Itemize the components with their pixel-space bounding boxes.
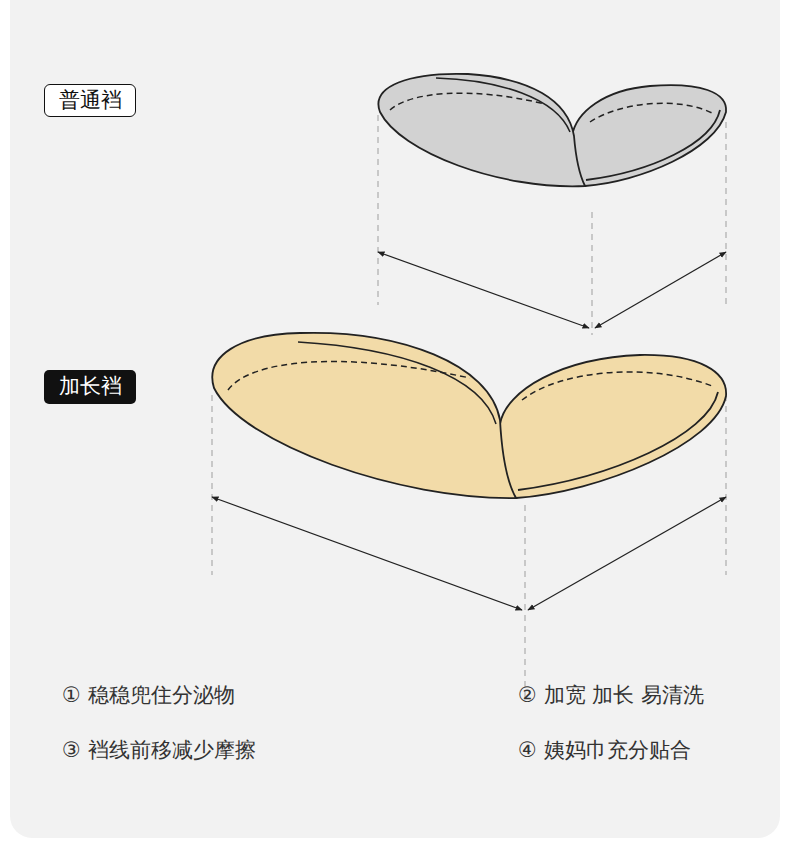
feature-note: ③ 裆线前移减少摩擦 [62,738,256,763]
label-tag: 普通裆 [44,84,136,117]
feature-note: ① 稳稳兜住分泌物 [62,683,235,708]
feature-note: ② 加宽 加长 易清洗 [518,683,704,708]
tag-text: 普通裆 [59,88,122,113]
feature-note: ④ 姨妈巾充分贴合 [518,738,691,763]
tag-text: 加长裆 [59,374,122,399]
label-tag: 加长裆 [44,370,136,404]
